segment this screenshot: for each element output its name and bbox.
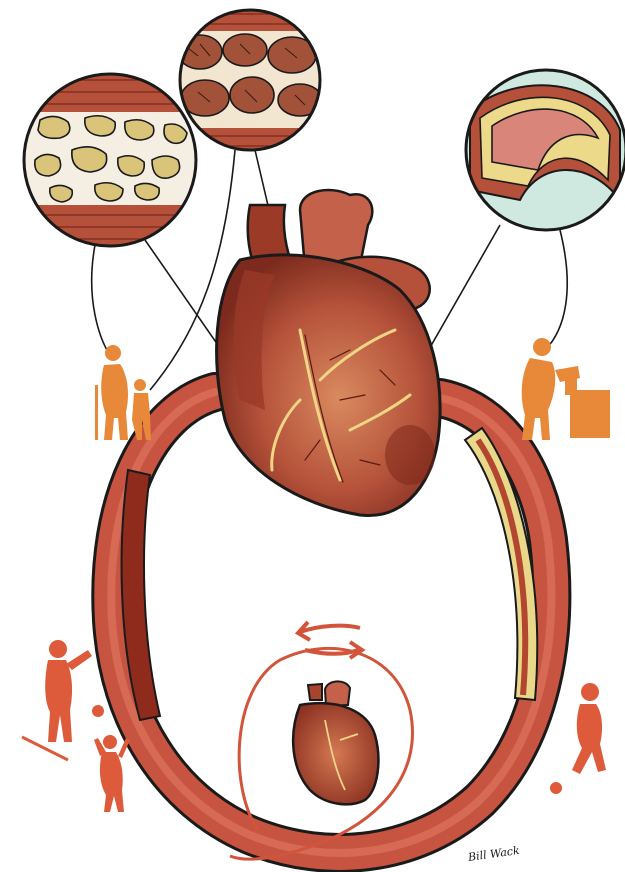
running-child-icon <box>550 683 606 794</box>
artery-plaque-icon <box>466 70 625 230</box>
artist-signature: Bill Wack <box>466 844 520 864</box>
muscle-fiber-icon <box>170 5 330 154</box>
heart-main <box>217 190 440 516</box>
caregiver-icon <box>522 338 610 440</box>
muscle-fat-infiltration-icon <box>20 70 200 247</box>
heart-small <box>293 681 378 804</box>
signature-text: Bill Wack <box>466 844 520 864</box>
